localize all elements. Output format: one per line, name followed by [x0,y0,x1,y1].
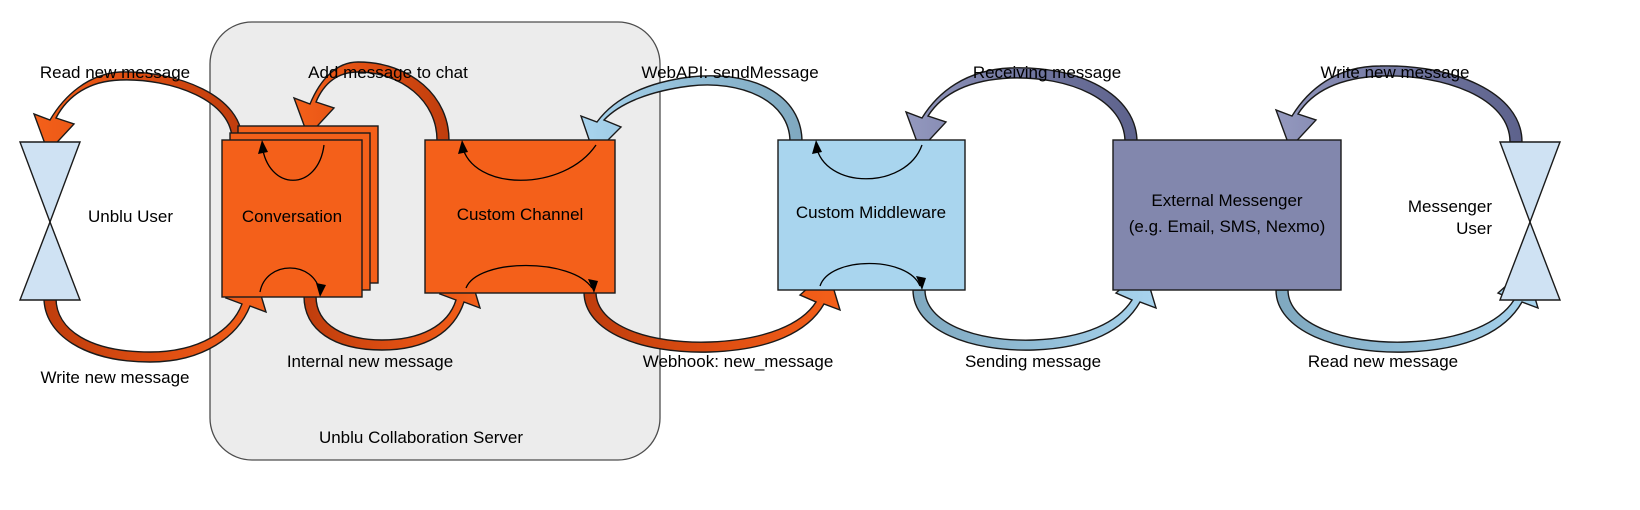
custom-middleware-arc-arrowhead-bottom [916,276,926,290]
edge-webapi-sendmessage [579,75,803,156]
custom-middleware-internal-arc-top [815,144,923,180]
custom-channel-label: Custom Channel [457,205,584,224]
custom-channel-arc-arrowhead-top [458,140,468,154]
actor-top-triangle [1498,141,1562,224]
edge-label-webhook-new-message: Webhook: new_message [643,352,834,371]
edge-write-new-message-left [43,270,268,363]
conversation-stack-front [221,139,363,298]
edge-add-message-to-chat [292,61,450,143]
actor-top-triangle [18,141,82,224]
edge-label-read-new-message-right: Read new message [1308,352,1458,371]
custom-channel-internal-arc-bottom [465,264,593,289]
edge-arrow-body [43,270,268,363]
edge-label-receiving-message: Receiving message [973,63,1121,82]
custom-middleware-label: Custom Middleware [796,203,946,222]
actor-bottom-triangle [18,220,82,301]
conversation-node[interactable]: Conversation [221,125,379,298]
edge-arrow-body [912,266,1158,351]
edge-arrow-body [303,266,482,351]
edge-arrow-body [1275,266,1540,353]
edge-label-add-message-to-chat: Add message to chat [308,63,468,82]
messenger-user-label-line2: User [1456,219,1492,238]
edge-labels: Read new message Add message to chat Web… [40,63,1470,387]
custom-middleware-rect [777,139,966,291]
unblu-user-actor[interactable]: Unblu User [18,141,173,301]
custom-middleware-internal-arc-bottom [819,262,921,287]
conversation-arc-arrowhead-top [258,140,268,154]
edge-write-new-message-right [1274,65,1523,150]
edge-arrow-body [904,67,1138,152]
external-messenger-label-line1: External Messenger [1151,191,1303,210]
custom-middleware-arc-arrowhead-top [812,140,822,154]
edge-label-sending-message: Sending message [965,352,1101,371]
edge-read-new-message-right [1275,266,1540,353]
edge-label-write-new-message-left: Write new message [41,368,190,387]
external-messenger-rect [1112,139,1342,291]
messenger-user-label-line1: Messenger [1408,197,1492,216]
edge-arrow-body [583,268,842,353]
edge-label-internal-new-message: Internal new message [287,352,453,371]
custom-channel-rect [424,139,616,294]
edge-label-write-new-message-right: Write new message [1321,63,1470,82]
edge-label-webapi-sendmessage: WebAPI: sendMessage [641,63,818,82]
edge-webhook-new-message [583,268,842,353]
actor-bottom-triangle [1498,220,1562,301]
conversation-internal-arc-bottom [259,267,321,293]
edge-receiving-message [904,67,1138,152]
edge-read-new-message-left [32,71,243,154]
server-container-label: Unblu Collaboration Server [319,428,523,447]
edge-arrow-body [579,75,803,156]
edge-arrow-body [1274,65,1523,150]
custom-channel-arc-arrowhead-bottom [588,279,598,293]
custom-middleware-node[interactable]: Custom Middleware [777,139,966,291]
messenger-user-actor[interactable]: Messenger User [1408,141,1562,301]
external-messenger-label-line2: (e.g. Email, SMS, Nexmo) [1129,217,1326,236]
conversation-arc-arrowhead-bottom [316,283,326,297]
edge-sending-message [912,266,1158,351]
external-messenger-node[interactable]: External Messenger (e.g. Email, SMS, Nex… [1112,139,1342,291]
custom-channel-internal-arc-top [461,144,597,181]
custom-channel-node[interactable]: Custom Channel [424,139,616,294]
edge-arrow-body [292,61,450,143]
edge-label-read-new-message-left: Read new message [40,63,190,82]
conversation-label: Conversation [242,207,342,226]
edge-arrow-body [32,71,243,154]
edge-internal-new-message [303,266,482,351]
conversation-internal-arc-top [261,144,325,181]
unblu-user-label: Unblu User [88,207,173,226]
